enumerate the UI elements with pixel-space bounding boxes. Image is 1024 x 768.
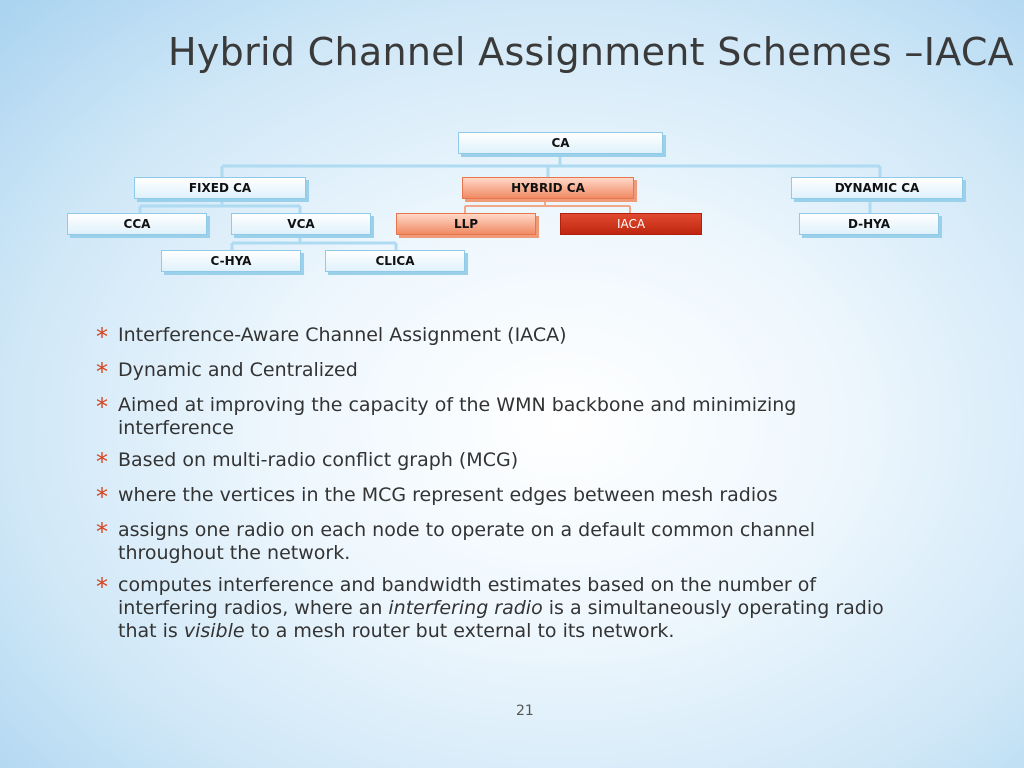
- bullet-text: computes interference and bandwidth esti…: [118, 574, 896, 643]
- bullet-star-icon: *: [96, 448, 108, 476]
- tree-connectors: [138, 156, 882, 250]
- bullet-text: where the vertices in the MCG represent …: [118, 484, 778, 506]
- bullet-text-part: computes interference and bandwidth esti…: [118, 574, 817, 619]
- bullet-list: * Interference-Aware Channel Assignment …: [96, 324, 896, 652]
- bullet-text: assigns one radio on each node to operat…: [118, 519, 816, 564]
- bullet-text: Interference-Aware Channel Assignment (I…: [118, 324, 567, 346]
- bullet-star-icon: *: [96, 358, 108, 386]
- bullet-star-icon: *: [96, 573, 108, 601]
- node-hybrid-ca: HYBRID CA: [462, 177, 634, 199]
- emphasis-visible: visible: [183, 620, 245, 642]
- bullet-item: * Dynamic and Centralized: [96, 359, 896, 385]
- bullet-item: * assigns one radio on each node to oper…: [96, 519, 896, 565]
- bullet-item: * Based on multi-radio conflict graph (M…: [96, 449, 896, 475]
- node-fixed-ca: FIXED CA: [134, 177, 306, 199]
- bullet-item: * computes interference and bandwidth es…: [96, 574, 896, 643]
- bullet-star-icon: *: [96, 393, 108, 421]
- bullet-text: Based on multi-radio conflict graph (MCG…: [118, 449, 519, 471]
- bullet-star-icon: *: [96, 483, 108, 511]
- bullet-item: * where the vertices in the MCG represen…: [96, 484, 896, 510]
- bullet-item: * Interference-Aware Channel Assignment …: [96, 324, 896, 350]
- node-cca: CCA: [67, 213, 207, 235]
- bullet-text: Dynamic and Centralized: [118, 359, 358, 381]
- node-clica: CLICA: [325, 250, 465, 272]
- node-vca: VCA: [231, 213, 371, 235]
- node-c-hya: C-HYA: [161, 250, 301, 272]
- bullet-text-part: to a mesh router but external to its net…: [244, 620, 675, 642]
- node-llp: LLP: [396, 213, 536, 235]
- slide-title: Hybrid Channel Assignment Schemes –IACA: [168, 30, 1014, 74]
- node-iaca: IACA: [560, 213, 702, 235]
- bullet-item: * Aimed at improving the capacity of the…: [96, 394, 896, 440]
- node-d-hya: D-HYA: [799, 213, 939, 235]
- node-dynamic-ca: DYNAMIC CA: [791, 177, 963, 199]
- node-ca: CA: [458, 132, 663, 154]
- emphasis-interfering-radio: interfering radio: [388, 597, 543, 619]
- bullet-star-icon: *: [96, 323, 108, 351]
- page-number: 21: [516, 703, 534, 719]
- bullet-text: Aimed at improving the capacity of the W…: [118, 394, 797, 439]
- bullet-text-part: is a simultaneously operating radio that…: [118, 597, 884, 642]
- bullet-star-icon: *: [96, 518, 108, 546]
